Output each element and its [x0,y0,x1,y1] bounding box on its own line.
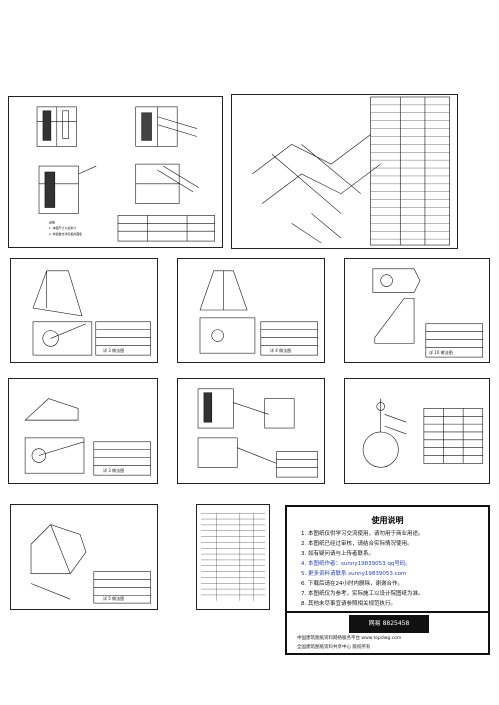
sheet-4-drawing [199,270,318,356]
drawing-sheet-2 [231,94,458,249]
sheet-3-drawing [32,270,151,356]
notice-line: 1. 本图纸仅供学习交流使用，请勿用于商业用途。 [301,531,424,537]
notice-stamp-panel: 网易 8825458 中国建筑图纸资料网络服务平台 www.topdwg.com… [285,613,490,655]
notice-line: 6. 下载后请在24小时内删除，谢谢合作。 [301,581,403,587]
sheet-5-caption: 详 10 做法图 [429,350,453,355]
svg-text:说明: 说明 [49,219,55,224]
sheet-9-caption: 详 5 做法图 [103,596,125,601]
sheet-7-drawing [197,388,319,478]
notice-line: 5. 更多资料请联系 sunny19839053.com [301,571,407,577]
notice-line: 2. 本图纸已经过审核，请结合实际情况使用。 [301,541,413,547]
drawing-sheet-7 [177,378,325,484]
notice-stamp: 网易 8825458 [349,615,429,633]
svg-text:1. 本图尺寸以毫米计: 1. 本图尺寸以毫米计 [49,225,76,230]
usage-notice-panel: 使用说明 1. 本图纸仅供学习交流使用，请勿用于商业用途。 2. 本图纸已经过审… [285,505,490,613]
notice-footer-1: 中国建筑图纸资料网络服务平台 www.topdwg.com [297,636,402,641]
usage-notice-title: 使用说明 [371,516,404,525]
notice-footer-2: 全国建筑图纸资料共享中心 版权所有 [297,645,371,650]
sheet-2-drawing [252,96,450,246]
drawing-sheet-3: 详 3 做法图 [10,258,158,363]
drawing-sheet-5: 详 10 做法图 [344,258,490,363]
drawing-sheet-6: 详 3 做法图 [8,378,158,484]
sheet-6-drawing [24,398,151,476]
notice-line: 7. 本图纸仅为参考，实际施工以设计院图纸为准。 [301,591,424,597]
drawing-sheet-10 [196,504,270,610]
notice-line: 8. 其他未尽事宜请参照相关规范执行。 [301,601,396,607]
svg-text:2. 构造做法详见相关图集: 2. 构造做法详见相关图集 [49,231,82,236]
sheet-8-drawing [362,398,484,468]
sheet-5-drawing [372,268,484,358]
sheet-4-caption: 详 4 做法图 [270,348,292,353]
sheet-9-drawing [30,524,152,604]
sheet-10-drawing [200,513,266,601]
notice-line: 3. 如有疑问请与上传者联系。 [301,551,374,557]
drawing-sheet-8 [344,378,490,484]
sheet-6-caption: 详 3 做法图 [103,468,125,473]
drawing-sheet-9: 详 5 做法图 [10,504,158,610]
sheet-3-caption: 详 3 做法图 [103,348,125,353]
drawing-sheet-4: 详 4 做法图 [177,258,325,363]
notice-line: 4. 本图纸作者：sunny19839053 qq号码。 [301,561,411,567]
